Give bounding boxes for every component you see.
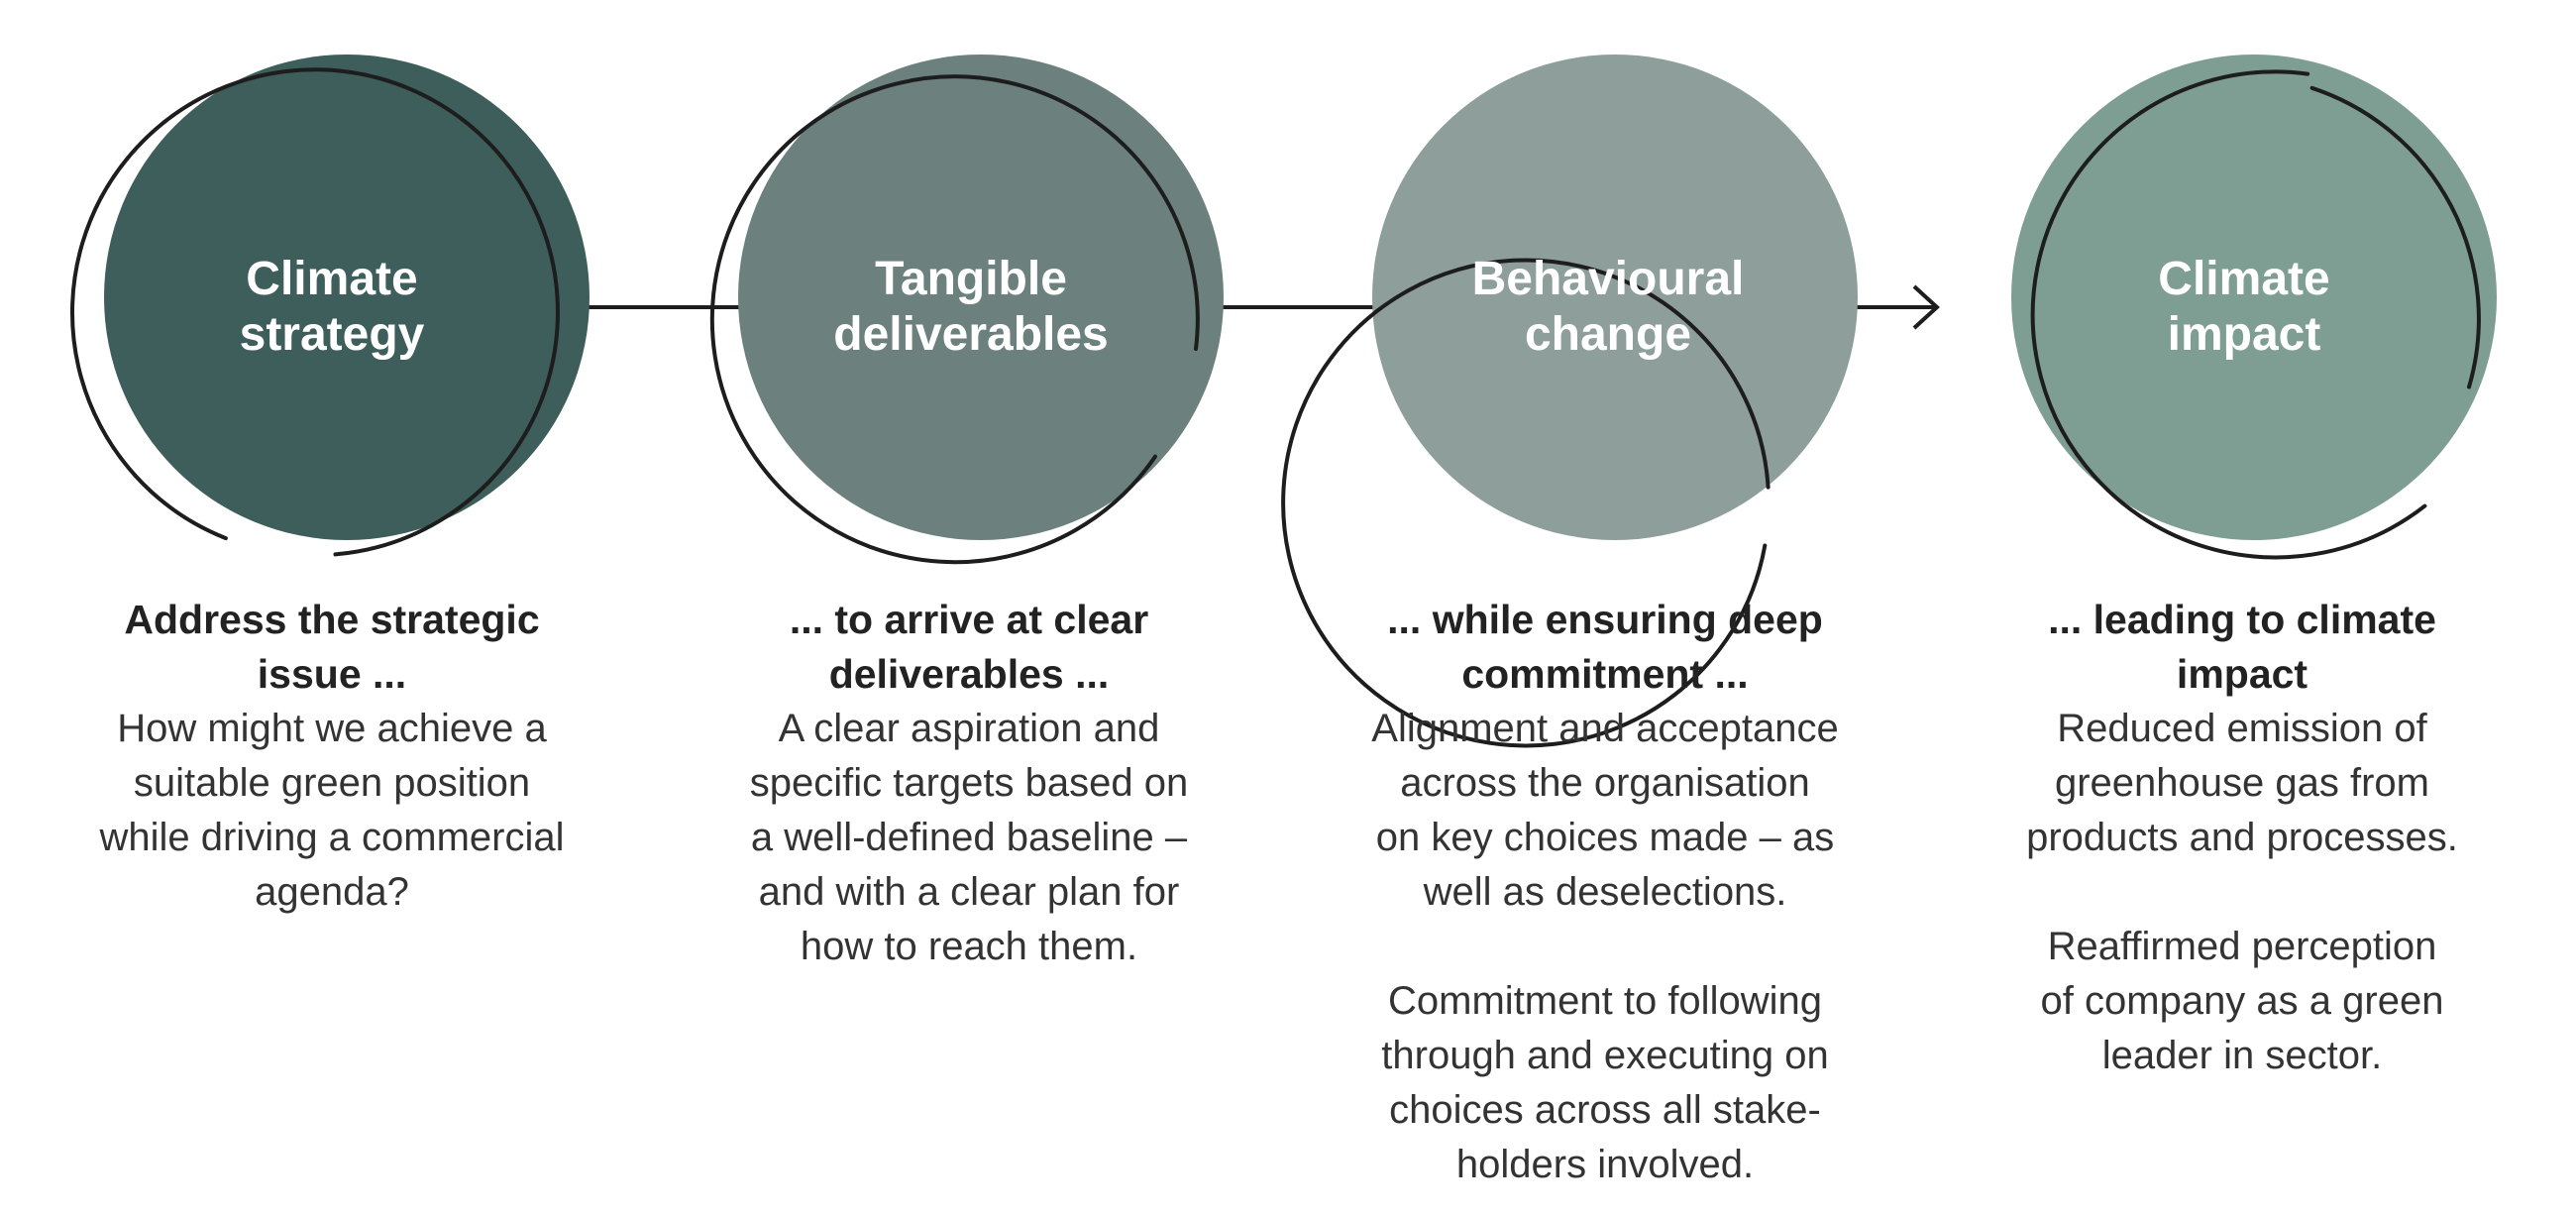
step-4-description: ... leading to climate impact Reduced em…: [1965, 593, 2520, 1083]
step-1-ring-arc: [70, 67, 560, 557]
step-2-title: Tangible deliverables: [833, 253, 1109, 361]
step-1-title: Climate strategy: [239, 253, 425, 361]
step-4-title: Climate impact: [2158, 253, 2330, 361]
step-4-ring-arc-right: [2309, 85, 2481, 389]
step-2-heading: ... to arrive at clear deliverables ...: [789, 597, 1149, 697]
step-2-body: A clear aspiration and specific targets …: [749, 707, 1189, 968]
step-2-circle: [738, 55, 1224, 540]
step-1-heading: Address the strategic issue ...: [124, 597, 540, 697]
step-1-circle: [104, 55, 590, 540]
step-3-ring-arc: [1281, 258, 1771, 748]
step-4-body-paragraph-2: Reaffirmed perception of company as a gr…: [2040, 925, 2444, 1077]
step-3-title: Behavioural change: [1471, 253, 1745, 361]
step-4-circle: [2011, 55, 2497, 540]
step-1-body: How might we achieve a suitable green po…: [99, 707, 565, 914]
step-3-circle: [1372, 55, 1858, 540]
step-3-heading: ... while ensuring deep commitment ...: [1387, 597, 1823, 697]
step-1-description: Address the strategic issue ... How migh…: [54, 593, 609, 920]
step-4-heading: ... leading to climate impact: [2048, 597, 2436, 697]
step-4-body-paragraph-1: Reduced emission of greenhouse gas from …: [2026, 707, 2458, 859]
step-3-description: ... while ensuring deep commitment ... A…: [1328, 593, 1882, 1192]
step-2-ring-arc: [709, 74, 1200, 565]
step-4-ring-arc-upper: [2030, 69, 2427, 560]
arrow-head-icon: [1912, 284, 1940, 330]
step-3-body-paragraph-2: Commitment to following through and exec…: [1381, 979, 1829, 1186]
step-2-description: ... to arrive at clear deliverables ... …: [692, 593, 1246, 974]
step-3-body-paragraph-1: Alignment and acceptance across the orga…: [1371, 707, 1839, 914]
